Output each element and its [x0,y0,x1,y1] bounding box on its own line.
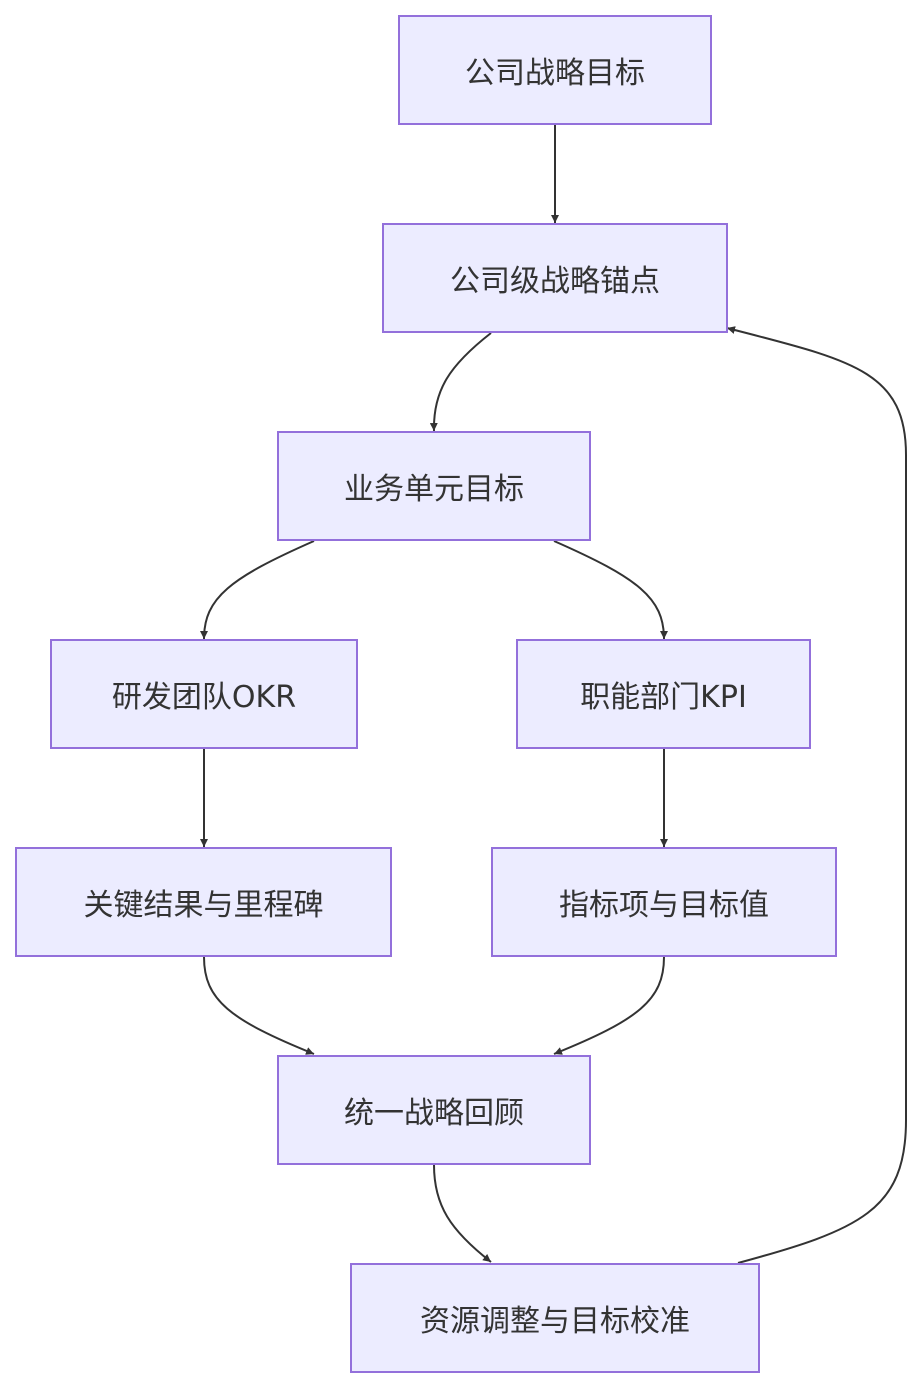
edge-key-results-to-strategy-review [203,956,315,1055]
node-label: 研发团队OKR [111,680,297,715]
node-unified-strategy-review[interactable]: 统一战略回顾 [277,1055,591,1165]
node-label: 指标项与目标值 [559,888,769,923]
node-label: 业务单元目标 [344,472,524,507]
node-label: 公司级战略锚点 [450,264,660,299]
edge-strategy-anchor-to-bu-goal [429,332,492,432]
node-label: 资源调整与目标校准 [420,1304,690,1339]
node-company-strategy-anchor[interactable]: 公司级战略锚点 [382,223,728,333]
node-label: 关键结果与里程碑 [83,888,324,923]
edge-resource-adjust-to-strategy-anchor [726,326,907,1264]
edge-strategy-review-to-resource-adjust [433,1164,492,1263]
node-label: 职能部门KPI [580,680,747,715]
node-label: 公司战略目标 [465,56,645,91]
node-rd-team-okr[interactable]: 研发团队OKR [50,639,358,749]
node-label: 统一战略回顾 [344,1096,524,1131]
edge-bu-goal-to-func-kpi [553,540,668,640]
edge-indicators-to-strategy-review [553,956,665,1055]
node-business-unit-goal[interactable]: 业务单元目标 [277,431,591,541]
node-indicators-target-values[interactable]: 指标项与目标值 [491,847,837,957]
edge-bu-goal-to-rd-okr [200,540,315,640]
node-company-strategic-goal[interactable]: 公司战略目标 [398,15,712,125]
node-key-results-milestones[interactable]: 关键结果与里程碑 [15,847,392,957]
node-resource-adjustment-calibration[interactable]: 资源调整与目标校准 [350,1263,760,1373]
node-functional-dept-kpi[interactable]: 职能部门KPI [516,639,811,749]
